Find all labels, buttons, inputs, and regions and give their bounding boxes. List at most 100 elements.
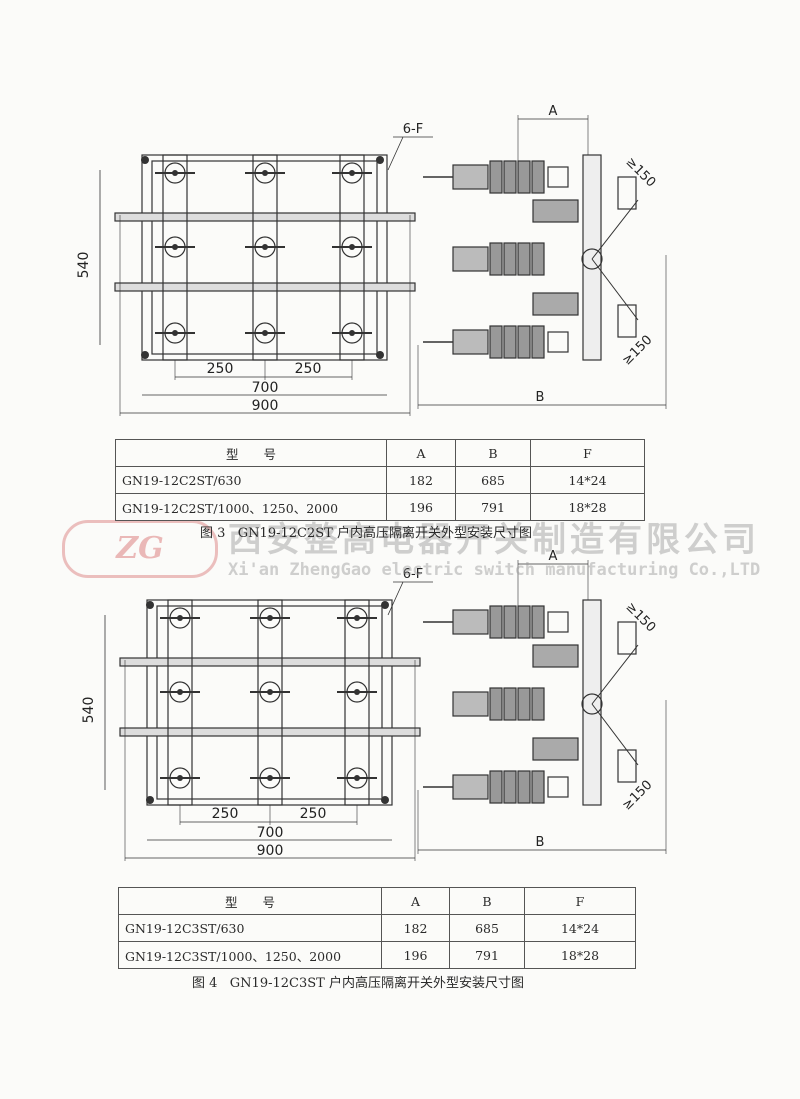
insulator-bushing: [452, 609, 489, 635]
insulator-shed: [531, 687, 545, 721]
mounting-hole: [141, 156, 149, 164]
dim-outer-label: 900: [252, 398, 279, 414]
terminal: [547, 166, 569, 188]
insulator-shed: [503, 687, 517, 721]
cell-model: GN19-12C2ST/630: [115, 466, 387, 494]
blade-open-top: [591, 644, 639, 705]
cell-f: 14*24: [530, 466, 645, 494]
insulator-shed: [517, 770, 531, 804]
table-row: GN19-12C3ST/1000、1250、2000 196 791 18*28: [118, 941, 636, 969]
terminal: [547, 331, 569, 353]
insulator-shed: [517, 325, 531, 359]
side-frame: [582, 154, 602, 361]
mounting-rail: [114, 212, 416, 222]
header-model: 型 号: [115, 439, 387, 467]
spec-table-fig3: 型 号 A B F GN19-12C2ST/630 182 685 14*24 …: [115, 439, 645, 521]
blade-tip: [617, 304, 637, 338]
insulator-bushing: [452, 774, 489, 800]
insulator-shed: [517, 242, 531, 276]
cell-b: 791: [455, 493, 531, 521]
blade-tip: [617, 749, 637, 783]
leader-line: [387, 581, 404, 616]
insulator-shed: [503, 605, 517, 639]
figure-4-caption: 图 4 GN19-12C3ST 户内高压隔离开关外型安装尺寸图: [192, 976, 524, 991]
header-a: A: [386, 439, 456, 467]
header-model: 型 号: [118, 887, 382, 915]
blade-tip: [617, 176, 637, 210]
dim-clearance-top-label: ≥150: [623, 155, 659, 191]
header-a: A: [381, 887, 450, 915]
blade-insulator: [532, 644, 579, 668]
mounting-rail: [119, 727, 421, 737]
insulator-bushing: [452, 246, 489, 272]
table-header-row: 型 号 A B F: [115, 439, 645, 467]
insulator-shed: [489, 770, 503, 804]
table-row: GN19-12C3ST/630 182 685 14*24: [118, 914, 636, 942]
blade-open-bottom: [591, 703, 639, 766]
mounting-hole: [376, 351, 384, 359]
blade-open-top: [591, 199, 639, 260]
dim-clearance-bottom-label: ≥150: [620, 778, 656, 814]
insulator-shed: [531, 605, 545, 639]
terminal: [547, 611, 569, 633]
watermark-logo: ZG: [62, 520, 218, 578]
dim-inner-label: 700: [257, 825, 284, 841]
insulator-shed: [517, 160, 531, 194]
table-header-row: 型 号 A B F: [118, 887, 636, 915]
dim-inner-label: 700: [252, 380, 279, 396]
insulator-shed: [503, 242, 517, 276]
dim-height-label: 540: [76, 252, 92, 279]
header-f: F: [524, 887, 636, 915]
mounting-hole: [146, 601, 154, 609]
insulator-shed: [531, 160, 545, 194]
watermark-company-cn: 西安整高电器开关制造有限公司: [228, 520, 760, 560]
insulator-bushing: [452, 691, 489, 717]
insulator-shed: [489, 605, 503, 639]
cell-model: GN19-12C3ST/1000、1250、2000: [118, 941, 382, 969]
header-b: B: [455, 439, 531, 467]
insulator-shed: [489, 160, 503, 194]
pivot-shaft: [581, 248, 603, 270]
mounting-hole: [146, 796, 154, 804]
dim-a-label: A: [549, 104, 558, 119]
blade-tip: [617, 621, 637, 655]
frame-inner: [151, 160, 378, 355]
mounting-hole: [141, 351, 149, 359]
pivot-shaft: [581, 693, 603, 715]
dim-span-left-label: 250: [212, 806, 239, 822]
insulator-shed: [503, 770, 517, 804]
dim-clearance-top-label: ≥150: [623, 600, 659, 636]
spec-table-fig4: 型 号 A B F GN19-12C3ST/630 182 685 14*24 …: [118, 887, 636, 969]
insulator-shed: [531, 242, 545, 276]
watermark-company-en: Xi'an ZhengGao electric switch manufactu…: [228, 560, 761, 580]
cell-a: 196: [386, 493, 456, 521]
insulator-shed: [517, 605, 531, 639]
cell-a: 196: [381, 941, 450, 969]
leader-line: [387, 136, 404, 171]
insulator-shed: [531, 325, 545, 359]
cell-model: GN19-12C3ST/630: [118, 914, 382, 942]
blade-insulator: [532, 737, 579, 761]
dim-f-label: 6-F: [403, 122, 423, 137]
blade-insulator: [532, 292, 579, 316]
table-row: GN19-12C2ST/1000、1250、2000 196 791 18*28: [115, 493, 645, 521]
insulator-shed: [489, 687, 503, 721]
blade-open-bottom: [591, 258, 639, 321]
cell-b: 685: [449, 914, 525, 942]
dim-outer-label: 900: [257, 843, 284, 859]
cell-f: 18*28: [524, 941, 636, 969]
insulator-shed: [503, 160, 517, 194]
dim-clearance-bottom-label: ≥150: [620, 333, 656, 369]
header-b: B: [449, 887, 525, 915]
mounting-hole: [381, 601, 389, 609]
cell-model: GN19-12C2ST/1000、1250、2000: [115, 493, 387, 521]
insulator-shed: [517, 687, 531, 721]
figure-3-caption: 图 3 GN19-12C2ST 户内高压隔离开关外型安装尺寸图: [200, 526, 532, 541]
cell-b: 685: [455, 466, 531, 494]
insulator-bushing: [452, 329, 489, 355]
